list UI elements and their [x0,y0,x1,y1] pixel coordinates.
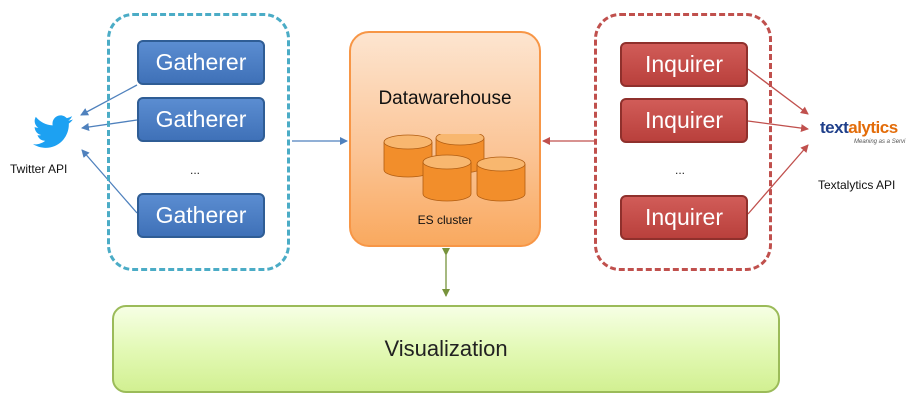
textalytics-logo-accent: alytics [848,118,898,137]
gatherer-group [107,13,290,271]
datawarehouse-title: Datawarehouse [378,88,512,109]
gatherer-box-2: Gatherer [137,97,265,142]
gatherer-box-3: Gatherer [137,193,265,238]
datawarehouse-box: Datawarehouse ES cluster [349,31,541,247]
twitter-api-label: Twitter API [10,162,68,176]
textalytics-api-label: Textalytics API [818,178,896,192]
inquirer-box-2: Inquirer [620,98,748,143]
database-cluster-icon [383,134,526,202]
gatherer-box-1: Gatherer [137,40,265,85]
arrow-inquirer3-to-textalytics [747,144,809,215]
inquirer-box-1: Inquirer [620,42,748,87]
textalytics-logo-text: textalytics [820,118,898,138]
twitter-bird-icon [33,115,73,148]
textalytics-tagline: Meaning as a Servi [854,139,906,145]
visualization-box: Visualization [112,305,780,393]
textalytics-logo: textalytics Meaning as a Servi [820,118,913,154]
inquirer-ellipsis: ... [675,163,686,177]
visualization-label: Visualization [384,336,508,361]
arrow-inquirer2-to-textalytics [747,120,809,133]
es-cluster-label: ES cluster [417,213,473,227]
arrow-inquirer1-to-textalytics [747,68,809,115]
gatherer-ellipsis: ... [190,163,201,177]
inquirer-box-3: Inquirer [620,195,748,240]
inquirer-group [594,13,772,271]
textalytics-logo-main: text [820,118,849,137]
